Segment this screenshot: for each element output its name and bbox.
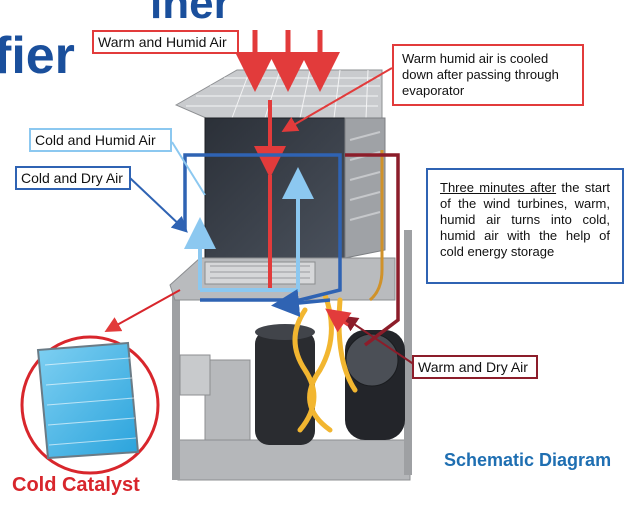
storage-note: Three minutes after the start of the win… bbox=[426, 168, 624, 284]
top-grille bbox=[174, 69, 383, 119]
label-cold-dry-air: Cold and Dry Air bbox=[15, 166, 131, 190]
left-post bbox=[172, 285, 180, 480]
label-warm-humid-air: Warm and Humid Air bbox=[92, 30, 239, 54]
right-post bbox=[404, 230, 412, 475]
compressor bbox=[255, 330, 315, 445]
evaporator-panel bbox=[204, 117, 346, 259]
storage-note-lead: Three minutes after bbox=[440, 180, 557, 195]
evaporator-note: Warm humid air is cooled down after pass… bbox=[392, 44, 584, 106]
title-fragment-top: iner bbox=[150, 0, 231, 28]
cold-catalyst-filter bbox=[36, 341, 140, 460]
storage-note-rest: the start of the wind turbines, warm, hu… bbox=[440, 180, 611, 259]
caption-schematic-diagram: Schematic Diagram bbox=[444, 450, 612, 470]
base-plate bbox=[177, 439, 411, 481]
caption-cold-catalyst: Cold Catalyst bbox=[12, 474, 140, 496]
small-tank bbox=[204, 359, 251, 441]
title-fragment-bottom: fier bbox=[0, 27, 75, 85]
label-cold-humid-air: Cold and Humid Air bbox=[29, 128, 172, 152]
label-warm-dry-air: Warm and Dry Air bbox=[412, 355, 538, 379]
